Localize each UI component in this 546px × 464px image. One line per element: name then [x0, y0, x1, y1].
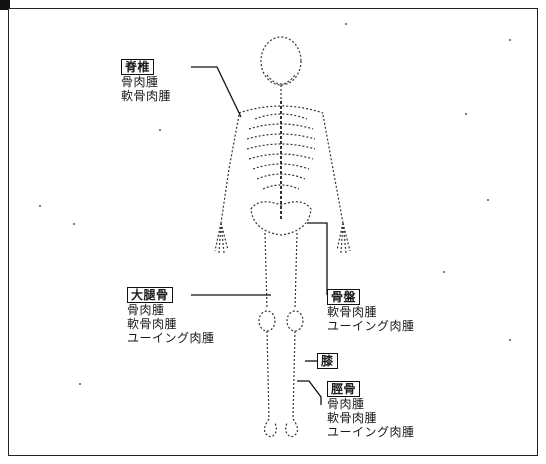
right-femur: [295, 233, 297, 309]
scan-speck: [345, 23, 347, 25]
leader-line-tibia: [297, 381, 321, 405]
leader-line-pelvis: [307, 223, 327, 295]
left-upper-arm: [221, 115, 239, 223]
left-knee: [259, 311, 275, 331]
callout-femur-line: 軟骨肉腫: [127, 317, 177, 331]
callout-tibia-title: 脛骨: [327, 381, 360, 397]
callout-spine-line: 骨肉腫: [121, 75, 159, 89]
callout-tibia: 脛骨 骨肉腫 軟骨肉腫 ユーイング肉腫: [327, 381, 415, 439]
callout-knee-title: 膝: [317, 353, 338, 369]
scan-speck: [159, 129, 161, 131]
right-hand: [337, 223, 350, 253]
callout-spine-line: 軟骨肉腫: [121, 89, 171, 103]
jaw: [267, 75, 295, 84]
callout-pelvis-line: 軟骨肉腫: [327, 305, 377, 319]
left-foot: [264, 419, 276, 437]
skeleton-illustration: [9, 9, 539, 457]
scan-speck: [79, 383, 81, 385]
left-femur: [265, 233, 267, 309]
callout-pelvis: 骨盤 軟骨肉腫 ユーイング肉腫: [327, 289, 415, 333]
callout-spine-title: 脊椎: [121, 59, 154, 75]
right-knee: [287, 311, 303, 331]
scan-speck: [509, 339, 511, 341]
callout-femur: 大腿骨 骨肉腫 軟骨肉腫 ユーイング肉腫: [127, 287, 215, 345]
left-tibia: [267, 331, 269, 419]
callout-tibia-line: 軟骨肉腫: [327, 411, 377, 425]
diagram-frame: 脊椎 骨肉腫 軟骨肉腫 大腿骨 骨肉腫 軟骨肉腫 ユーイング肉腫 骨盤 軟骨肉腫…: [8, 8, 538, 456]
right-tibia: [293, 331, 295, 419]
left-hand: [215, 223, 228, 253]
scan-speck: [39, 205, 41, 207]
scan-speck: [465, 113, 467, 115]
callout-pelvis-title: 骨盤: [327, 289, 360, 305]
leader-line-spine: [191, 67, 241, 117]
callout-pelvis-line: ユーイング肉腫: [327, 319, 415, 333]
scan-speck: [73, 223, 75, 225]
callout-knee: 膝: [317, 353, 338, 369]
callout-tibia-line: ユーイング肉腫: [327, 425, 415, 439]
callout-femur-line: ユーイング肉腫: [127, 331, 215, 345]
scan-speck: [487, 199, 489, 201]
callout-spine: 脊椎 骨肉腫 軟骨肉腫: [121, 59, 171, 103]
scan-speck: [443, 271, 445, 273]
scan-speck: [509, 39, 511, 41]
skull: [261, 37, 301, 85]
callout-tibia-line: 骨肉腫: [327, 397, 365, 411]
right-foot: [286, 419, 298, 437]
right-upper-arm: [323, 115, 343, 223]
callout-femur-line: 骨肉腫: [127, 303, 165, 317]
callout-femur-title: 大腿骨: [127, 287, 173, 303]
